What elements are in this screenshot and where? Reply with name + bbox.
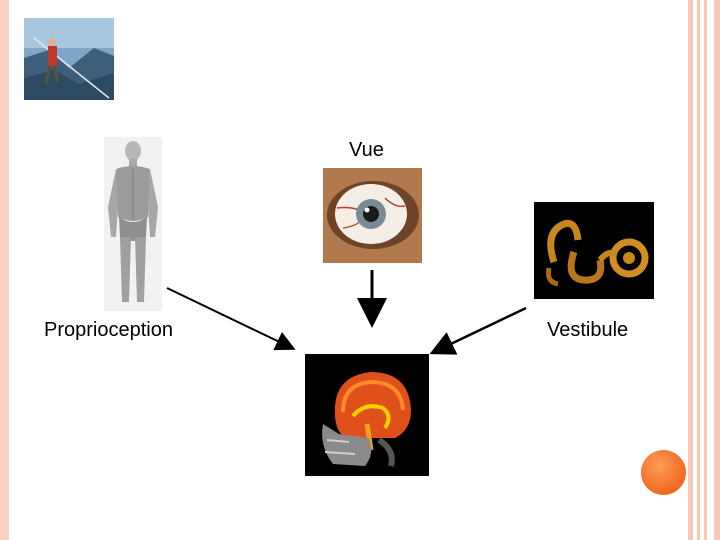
brain-mri-photo: [305, 354, 429, 476]
right-border-decoration: [688, 0, 720, 540]
orange-circle-decoration: [641, 450, 686, 495]
arrow-vestibule-to-brain: [429, 306, 527, 355]
tightrope-walker-photo: [24, 18, 114, 100]
arrow-proprioception-to-brain: [166, 287, 296, 351]
eye-photo: [323, 168, 422, 263]
label-proprioception: Proprioception: [44, 319, 173, 341]
left-border-decoration: [0, 0, 9, 540]
muscle-anatomy-photo: [104, 137, 162, 311]
label-vestibule: Vestibule: [547, 319, 629, 341]
inner-ear-photo: [534, 202, 654, 299]
label-vue: Vue: [349, 139, 384, 161]
